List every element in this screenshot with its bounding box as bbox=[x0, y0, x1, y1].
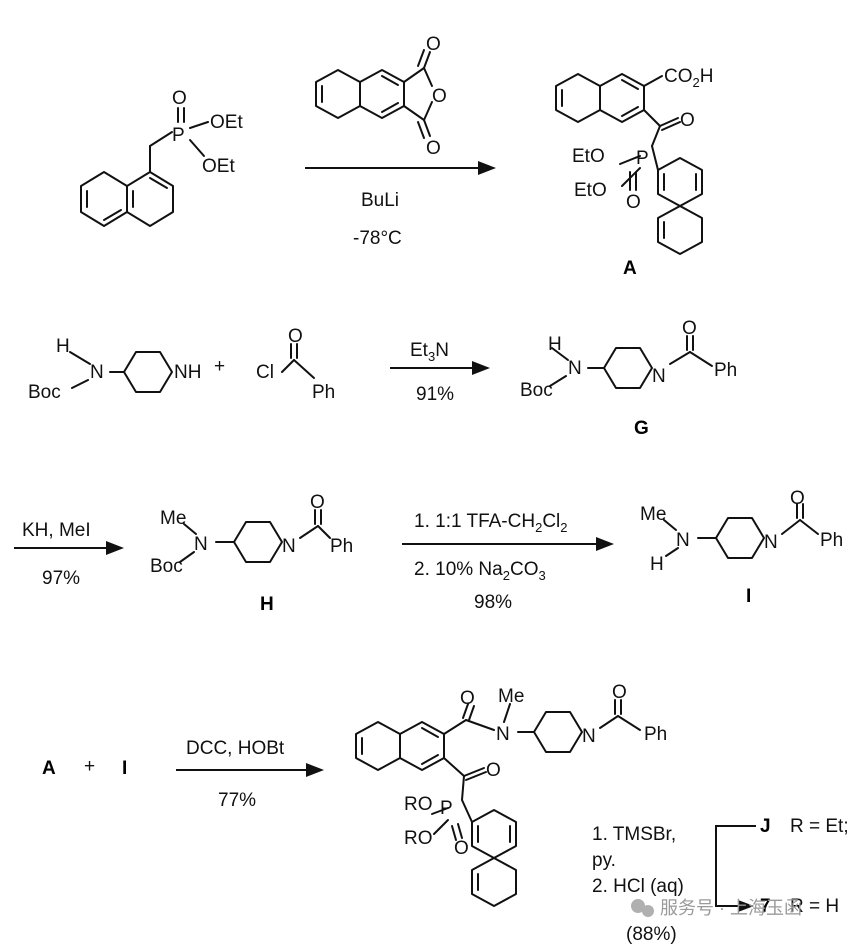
product-h-ph: Ph bbox=[330, 536, 353, 557]
condition-na2co3: 2. 10% Na2CO3 bbox=[414, 559, 546, 583]
product-h-me: Me bbox=[160, 508, 186, 529]
reagent-phosphorus: P bbox=[172, 125, 185, 146]
product-a-eto-2: EtO bbox=[574, 180, 607, 201]
condition-yield-98: 98% bbox=[474, 592, 512, 613]
boc-aminopiperidine bbox=[69, 351, 173, 393]
compound-7-label: 7 bbox=[760, 896, 771, 917]
watermark: 服务号 · 上海玉函 bbox=[631, 898, 802, 918]
condition-yield-97: 97% bbox=[42, 568, 80, 589]
product-g-label: G bbox=[634, 418, 649, 439]
condition-buli: BuLi bbox=[361, 190, 399, 211]
reactant-i: I bbox=[122, 758, 127, 779]
deprotection-arrow-head bbox=[738, 900, 754, 912]
product-i-me: Me bbox=[640, 504, 666, 525]
final-product-structure bbox=[355, 699, 641, 907]
wechat-icon-secondary bbox=[642, 905, 654, 917]
deprotection-arrow bbox=[715, 825, 756, 907]
product-g-ph: Ph bbox=[714, 360, 737, 381]
product-a-ketone-o: O bbox=[680, 110, 695, 131]
condition-yield-91: 91% bbox=[416, 384, 454, 405]
product-i-n: N bbox=[676, 530, 690, 551]
arrow-head-1 bbox=[478, 161, 496, 175]
final-phosphorus: P bbox=[440, 798, 453, 819]
condition-temperature: -78°C bbox=[353, 228, 402, 249]
final-ketone-o: O bbox=[486, 760, 501, 781]
product-a-eto-1: EtO bbox=[572, 146, 605, 167]
product-i-h: H bbox=[650, 554, 664, 575]
step-tmsbr: 1. TMSBr, bbox=[592, 824, 676, 845]
product-g-o: O bbox=[682, 318, 697, 339]
product-a-structure bbox=[555, 73, 703, 255]
step-pyridine: py. bbox=[592, 850, 616, 871]
final-ring-n: N bbox=[582, 726, 596, 747]
step-hcl: 2. HCl (aq) bbox=[592, 876, 684, 897]
wechat-icon bbox=[631, 899, 645, 913]
acyl-ph: Ph bbox=[312, 382, 335, 403]
arrow-head-2 bbox=[472, 361, 490, 375]
benzoyl-chloride bbox=[281, 343, 315, 379]
condition-et3n: Et3N bbox=[410, 340, 449, 364]
product-a-co: CO2H bbox=[664, 66, 713, 90]
final-ro-2: RO bbox=[404, 828, 433, 849]
product-g-ring-n: N bbox=[652, 366, 666, 387]
final-benzoyl-ph: Ph bbox=[644, 724, 667, 745]
product-h-label: H bbox=[260, 594, 274, 615]
final-benzoyl-o: O bbox=[612, 682, 627, 703]
reagent-oet-2: OEt bbox=[202, 156, 235, 177]
anhydride-o-ring: O bbox=[432, 86, 447, 107]
plus-sign-row4: + bbox=[84, 756, 95, 777]
compound-j-label: J bbox=[760, 816, 771, 837]
amide-n: N bbox=[496, 724, 510, 745]
naphthalene-anhydride bbox=[315, 49, 433, 139]
amide-o: O bbox=[460, 688, 475, 709]
product-h-n: N bbox=[194, 534, 208, 555]
reactant-a: A bbox=[42, 758, 56, 779]
final-phosphoryl-o: O bbox=[454, 838, 469, 859]
amine-n: N bbox=[90, 362, 104, 383]
compound-j-definition: R = Et; bbox=[790, 816, 849, 837]
amine-h: H bbox=[56, 336, 70, 357]
product-i-structure bbox=[663, 503, 819, 559]
naphthylmethyl-phosphonate bbox=[80, 107, 209, 227]
amine-boc: Boc bbox=[28, 382, 61, 403]
amide-me: Me bbox=[498, 686, 524, 707]
final-ro-1: RO bbox=[404, 794, 433, 815]
anhydride-o-bottom: O bbox=[426, 138, 441, 159]
product-g-h: H bbox=[548, 334, 562, 355]
product-g-n: N bbox=[568, 358, 582, 379]
product-a-label: A bbox=[623, 258, 637, 279]
compound-7-definition: R = H bbox=[790, 896, 839, 917]
product-a-phosphorus: P bbox=[636, 148, 649, 169]
acyl-cl: Cl bbox=[256, 362, 274, 383]
product-i-o: O bbox=[790, 488, 805, 509]
product-a-phosphoryl-o: O bbox=[626, 192, 641, 213]
plus-sign-row2: + bbox=[214, 356, 225, 377]
condition-kh-mei: KH, MeI bbox=[22, 520, 91, 541]
product-i-ring-n: N bbox=[764, 532, 778, 553]
product-i-label: I bbox=[746, 586, 751, 607]
reagent-oet-1: OEt bbox=[210, 112, 243, 133]
condition-yield-77: 77% bbox=[218, 790, 256, 811]
acyl-o: O bbox=[288, 326, 303, 347]
product-h-boc: Boc bbox=[150, 556, 183, 577]
product-h-ring-n: N bbox=[282, 536, 296, 557]
arrow-head-5 bbox=[306, 763, 324, 777]
product-g-boc: Boc bbox=[520, 380, 553, 401]
arrow-head-4 bbox=[596, 537, 614, 551]
product-h-structure bbox=[179, 509, 331, 563]
product-h-o: O bbox=[310, 492, 325, 513]
product-g-structure bbox=[549, 335, 713, 389]
condition-dcc-hobt: DCC, HOBt bbox=[186, 738, 285, 759]
watermark-text: 服务号 · 上海玉函 bbox=[660, 898, 802, 918]
reagent-phosphoryl-o: O bbox=[172, 88, 187, 109]
anhydride-o-top: O bbox=[426, 34, 441, 55]
product-i-ph: Ph bbox=[820, 530, 843, 551]
step-yield-88: (88%) bbox=[626, 924, 677, 945]
arrow-head-3 bbox=[106, 541, 124, 555]
piperidine-nh: NH bbox=[174, 362, 201, 383]
condition-tfa: 1. 1:1 TFA-CH2Cl2 bbox=[414, 511, 568, 535]
